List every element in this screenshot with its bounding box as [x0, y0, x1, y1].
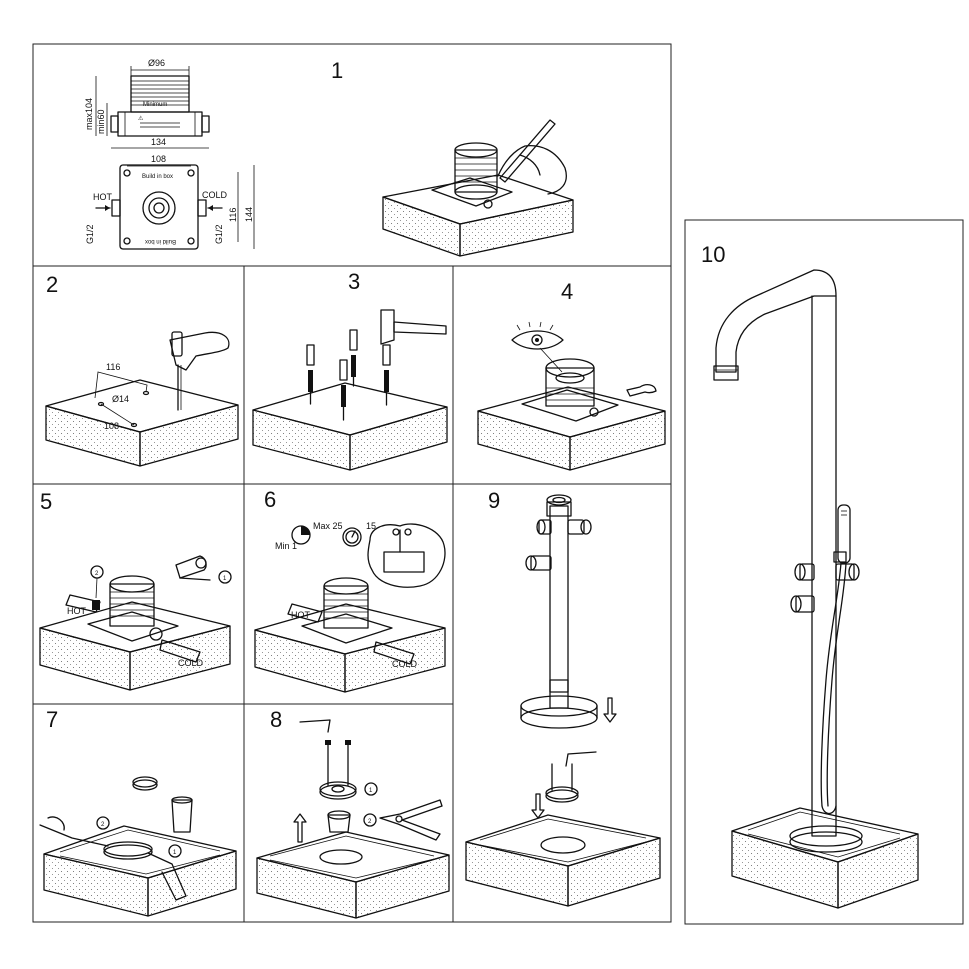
label-g12-right: G1/2 — [214, 224, 224, 244]
label-hot: HOT — [93, 192, 113, 202]
anchor-installation-illustration — [252, 309, 448, 471]
dim-144: 144 — [244, 207, 254, 222]
dim-hole-spacing-108: 108 — [104, 421, 119, 431]
build-in-box-technical-drawing: Minimum ⚠ Ø96 max104 min60 134 108 Build… — [84, 58, 255, 250]
finished-freestanding-shower-illustration — [713, 269, 919, 909]
dim-108: 108 — [151, 154, 166, 164]
marking-position-illustration — [382, 119, 574, 257]
step-number-9: 9 — [488, 488, 500, 513]
step-number-10: 10 — [701, 242, 725, 267]
step5-callout-1: 1 — [223, 576, 227, 582]
dim-134: 134 — [151, 137, 166, 147]
step-number-1: 1 — [331, 58, 343, 83]
label-cold: COLD — [202, 190, 228, 200]
column-mounting-illustration — [465, 494, 661, 907]
step7-callout-1: 1 — [173, 850, 177, 856]
panel-grid — [32, 43, 964, 925]
drilling-illustration: 116 Ø14 108 — [45, 331, 239, 467]
dim-diameter-96: Ø96 — [148, 58, 165, 68]
step6-min-label: Min 1 — [275, 541, 297, 551]
pressure-test-illustration: HOT COLD Max 25 Min 1 15 — [254, 521, 446, 693]
dim-hole-spacing-116: 116 — [106, 362, 120, 372]
step5-cold-label: COLD — [178, 658, 204, 668]
build-in-box-label-top: Build in box — [142, 174, 173, 180]
step8-callout-1: 1 — [369, 788, 373, 794]
build-in-box-label-bottom: Build in box — [145, 238, 176, 244]
step-number-6: 6 — [264, 487, 276, 512]
water-connection-illustration: HOT COLD 2 1 — [39, 555, 232, 691]
dim-min60: min60 — [96, 109, 106, 134]
level-check-illustration — [477, 321, 666, 471]
step7-callout-2: 2 — [101, 822, 105, 828]
valve-body-installation-illustration: 1 2 — [256, 719, 450, 919]
step-number-8: 8 — [270, 707, 282, 732]
step6-max-label: Max 25 — [313, 521, 343, 531]
step5-callout-2: 2 — [95, 571, 99, 577]
dim-max104: max104 — [84, 98, 94, 130]
step6-gauge-label: 15 — [366, 521, 376, 531]
minimum-label: Minimum — [143, 102, 167, 108]
box-warning-text: ⚠ — [138, 115, 144, 122]
step6-hot-label: HOT — [291, 610, 311, 620]
step8-callout-2: 2 — [368, 819, 372, 825]
step-number-5: 5 — [40, 489, 52, 514]
dim-116: 116 — [228, 208, 238, 222]
step-number-7: 7 — [46, 707, 58, 732]
dim-hole-diameter-14: Ø14 — [112, 394, 129, 404]
step6-cold-label: COLD — [392, 659, 418, 669]
cover-removal-illustration: 2 1 — [39, 776, 237, 917]
step-number-4: 4 — [561, 279, 573, 304]
step-number-3: 3 — [348, 269, 360, 294]
label-g12-left: G1/2 — [85, 224, 95, 244]
step5-hot-label: HOT — [67, 606, 87, 616]
step-number-2: 2 — [46, 272, 58, 297]
